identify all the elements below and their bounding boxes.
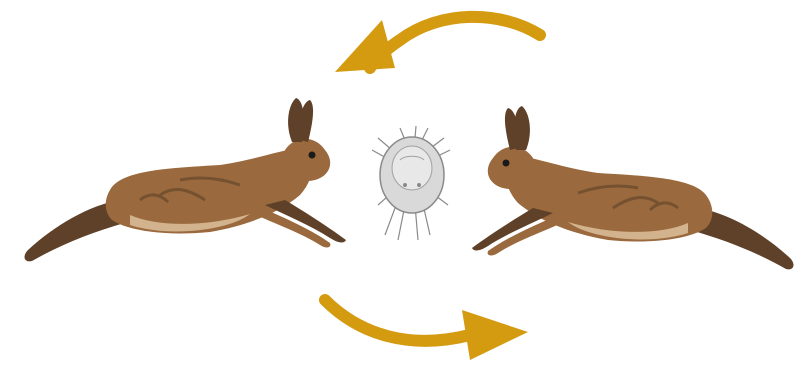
- mite-icon: [371, 125, 451, 241]
- curved-arrow-left-icon: [335, 10, 546, 74]
- curved-arrow-right-icon: [319, 294, 528, 360]
- running-hare-left-icon: [24, 98, 347, 262]
- running-hare-right-icon: [472, 106, 794, 270]
